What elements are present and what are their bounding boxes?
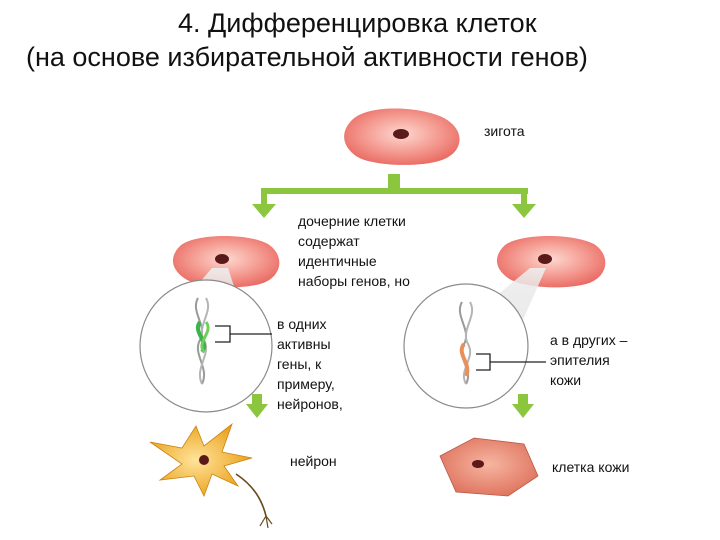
dna-left xyxy=(195,297,210,385)
label-other-line: а в других – xyxy=(550,332,628,348)
label-active-line: гены, к xyxy=(277,356,322,372)
right-cell-nucleus xyxy=(538,254,552,264)
label-other-genes: а в других – эпителия кожи xyxy=(550,330,627,390)
title-line-2: (на основе избирательной активности гено… xyxy=(26,42,588,72)
label-other-line: кожи xyxy=(550,372,582,388)
label-daughter-line: наборы генов, но xyxy=(298,273,410,289)
label-daughter-cells: дочерние клетки содержат идентичные набо… xyxy=(298,211,410,291)
label-daughter-line: идентичные xyxy=(298,253,377,269)
zygote-cell xyxy=(344,108,460,165)
label-active-genes: в одних активны гены, к примеру, нейроно… xyxy=(277,314,343,414)
branch-arrows xyxy=(252,174,536,218)
label-daughter-line: дочерние клетки xyxy=(298,213,406,229)
label-zygote: зигота xyxy=(484,123,525,139)
label-active-line: в одних xyxy=(277,316,327,332)
neuron-cell xyxy=(149,422,273,529)
left-cell-nucleus xyxy=(215,254,229,264)
zoom-right xyxy=(403,268,546,409)
neuron-nucleus xyxy=(199,455,209,465)
zygote-nucleus xyxy=(393,129,409,139)
down-arrow-right xyxy=(512,394,534,418)
daughter-cell-right xyxy=(496,235,606,288)
label-daughter-line: содержат xyxy=(298,233,360,249)
label-other-line: эпителия xyxy=(550,352,610,368)
title-line-1: 4. Дифференцировка клеток xyxy=(178,8,537,38)
dna-right xyxy=(459,301,473,385)
label-active-line: активны xyxy=(277,336,331,352)
arrow-right-head xyxy=(512,204,536,218)
down-arrow-left xyxy=(246,394,268,418)
label-active-line: примеру, xyxy=(277,376,335,392)
skin-cell-nucleus xyxy=(472,460,484,468)
label-neuron: нейрон xyxy=(290,453,337,469)
skin-cell xyxy=(439,437,539,497)
arrow-left-head xyxy=(252,204,276,218)
zoom-left xyxy=(139,268,273,413)
label-skin-cell: клетка кожи xyxy=(552,459,630,475)
daughter-cell-left xyxy=(172,235,280,288)
label-active-line: нейронов, xyxy=(277,396,343,412)
other-gene-segment xyxy=(459,342,470,377)
neuron-axon xyxy=(235,473,267,517)
